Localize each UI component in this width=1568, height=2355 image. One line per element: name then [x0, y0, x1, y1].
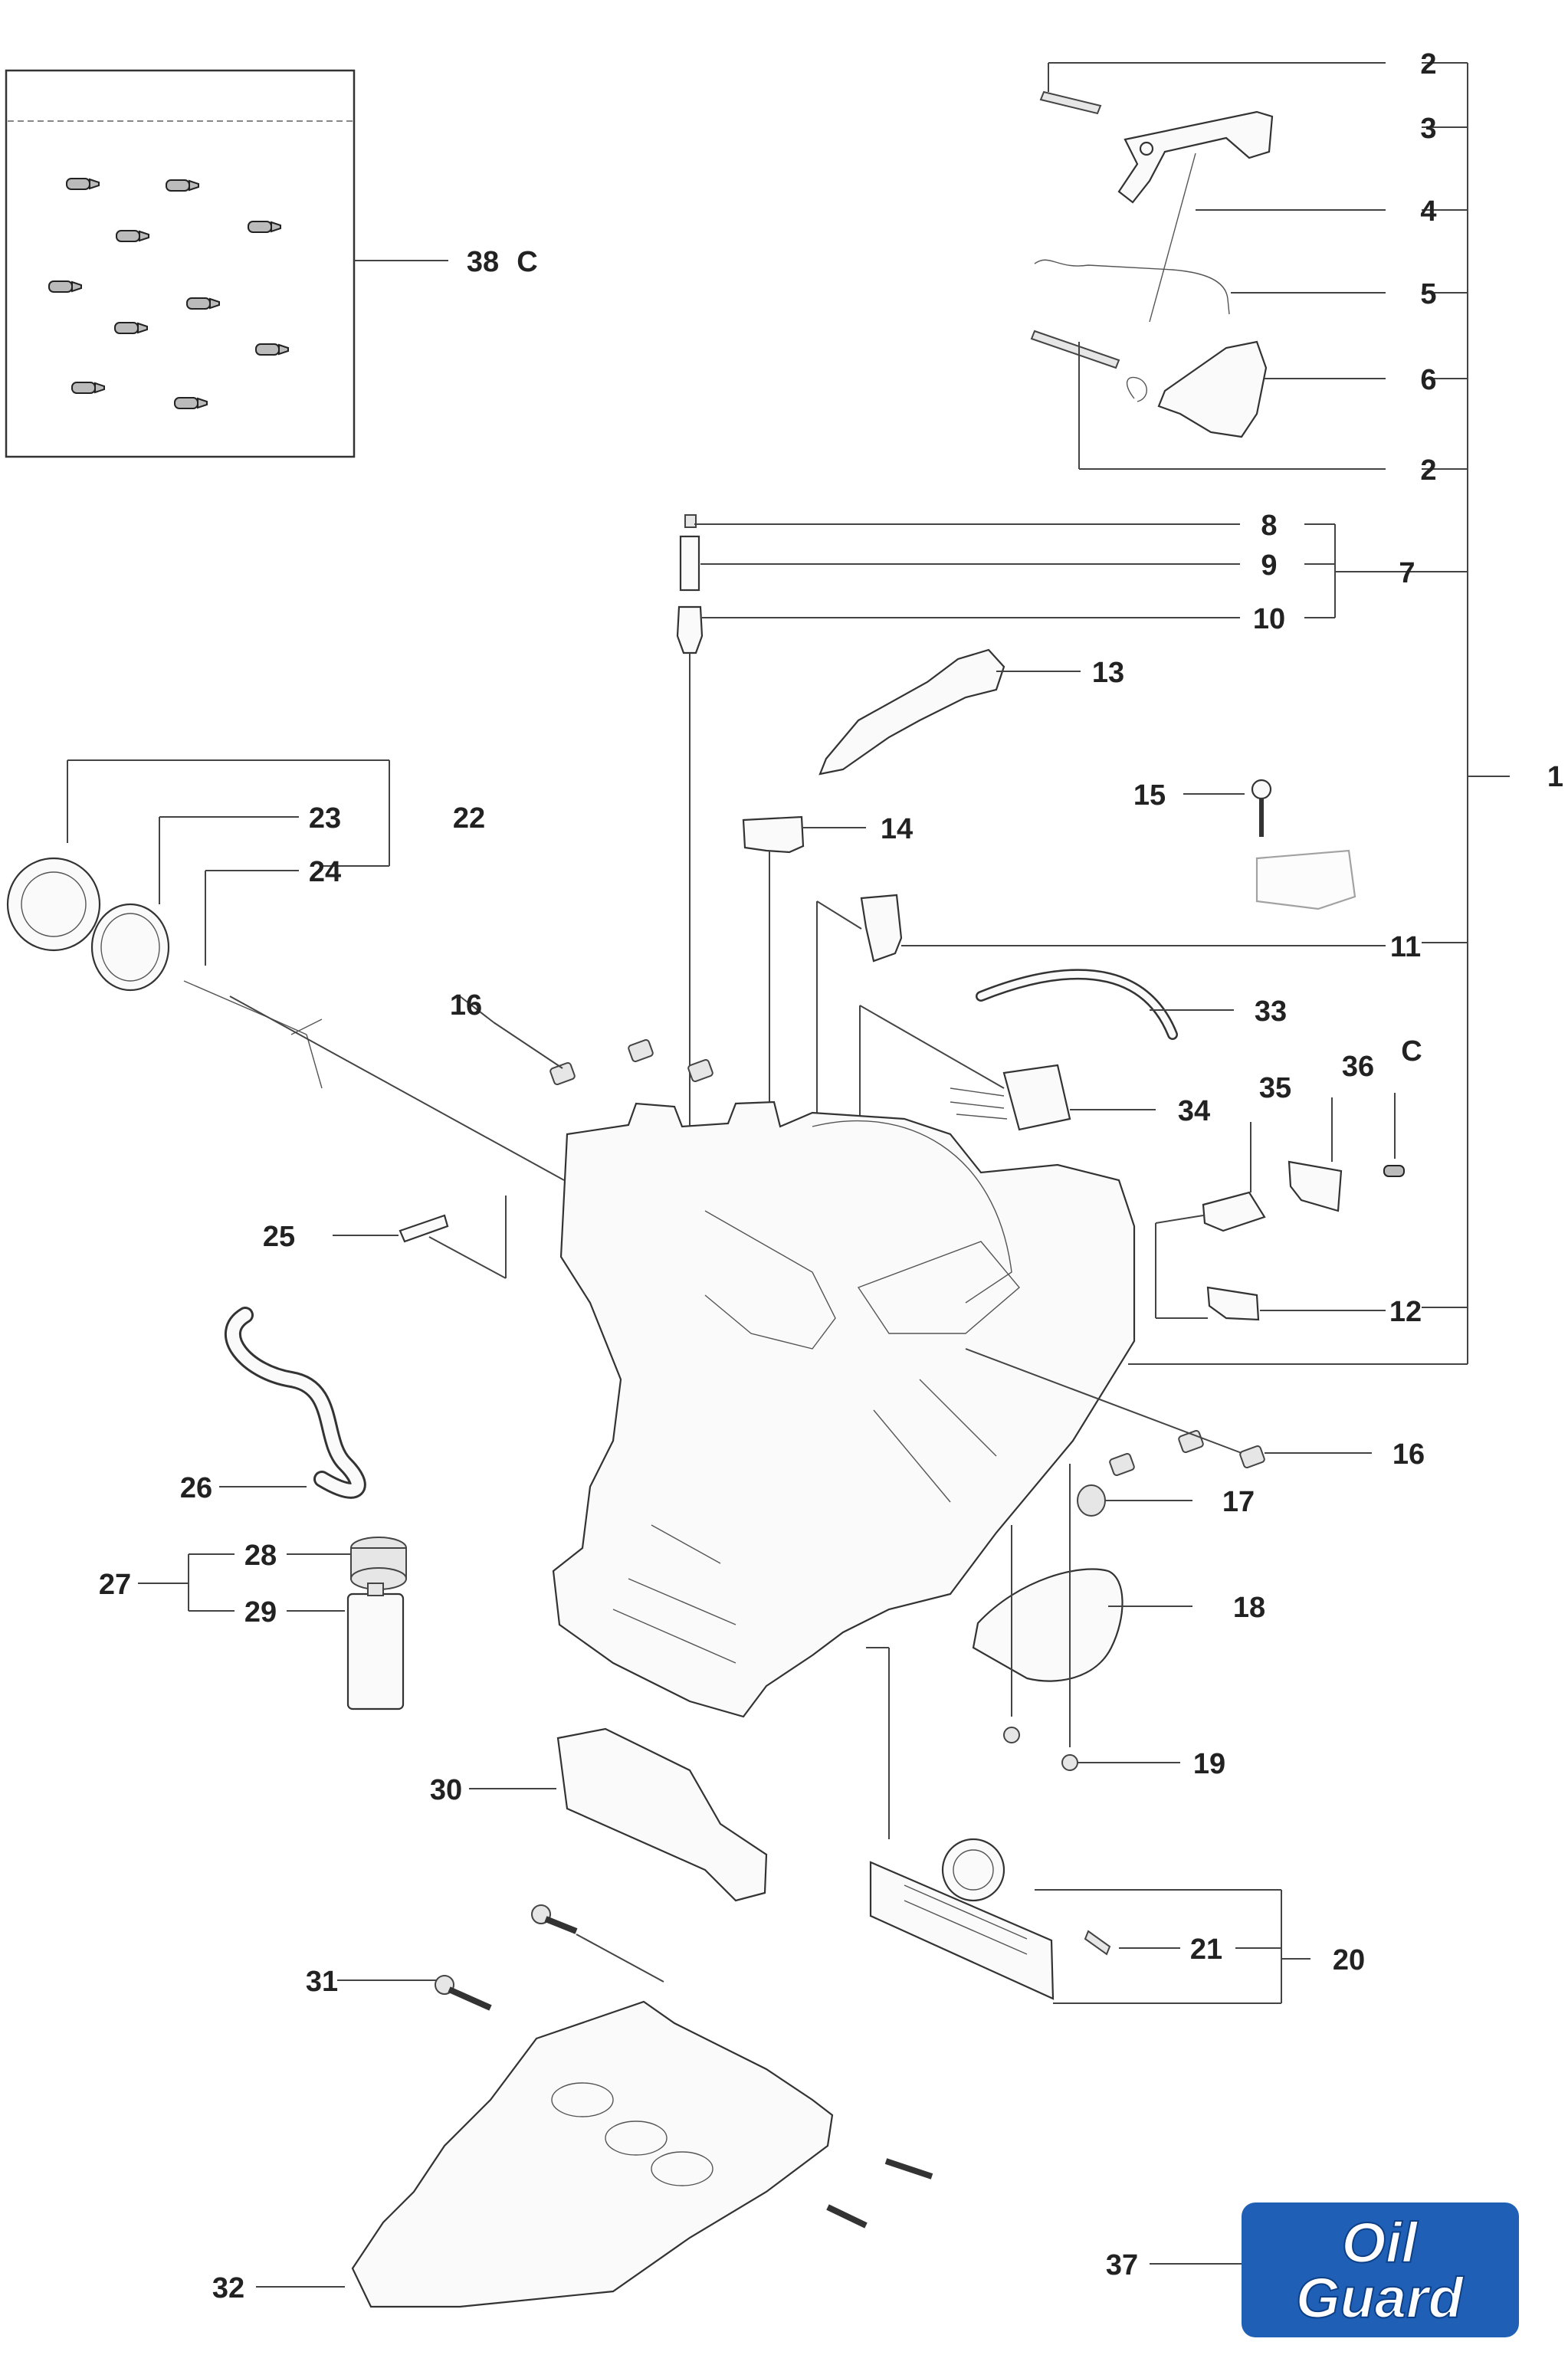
callout-11: 11: [1390, 931, 1421, 963]
callout-14: 14: [881, 813, 913, 845]
callout-27: 27: [99, 1569, 131, 1601]
callout-C-top: C: [517, 246, 537, 278]
callout-37: 37: [1106, 2249, 1138, 2281]
grommet-17-part: [1077, 1484, 1192, 1517]
callout-19: 19: [1193, 1748, 1225, 1780]
choke-rod-part: [818, 648, 1081, 776]
callout-38: 38: [467, 246, 499, 278]
callout-2: 2: [1420, 48, 1436, 80]
cap-assembly-22: [6, 759, 565, 1181]
tank-housing-part: [552, 1100, 1136, 1718]
throttle-lock-icon: [1157, 340, 1268, 438]
callout-22: 22: [453, 802, 485, 835]
callout-23: 23: [309, 802, 341, 835]
callout-1: 1: [1547, 761, 1563, 793]
ghost-block-part: [1255, 849, 1356, 910]
callout-29: 29: [244, 1596, 277, 1628]
callout-36: 36: [1342, 1051, 1374, 1083]
clip-14-part: [742, 815, 866, 1165]
callout-33: 33: [1255, 995, 1287, 1028]
parts-35-36: [1155, 1093, 1405, 1321]
callout-32: 32: [212, 2272, 244, 2304]
foot-18-part: [972, 1464, 1192, 1771]
callout-28: 28: [244, 1540, 277, 1572]
callout-3: 3: [1420, 113, 1436, 145]
callout-8: 8: [1261, 510, 1277, 542]
nuts-16-top: [459, 995, 713, 1085]
callout-12: 12: [1389, 1296, 1422, 1328]
callout-2b: 2: [1420, 454, 1436, 487]
pin-icon: [1039, 90, 1102, 115]
assembly-bracket-1: [1128, 62, 1510, 1365]
screw-15-part: [1183, 779, 1272, 837]
callout-10: 10: [1253, 603, 1285, 635]
spring-rod-icon: [1034, 259, 1230, 315]
callout-C-side: C: [1401, 1035, 1422, 1068]
nuts-16-bottom: [965, 1348, 1372, 1476]
chain-guard-32-part: [256, 1904, 933, 2308]
bumper-20-part: [869, 1838, 1310, 2004]
hose-33-part: [976, 969, 1234, 1040]
callout-16a: 16: [450, 989, 482, 1022]
callout-35: 35: [1259, 1072, 1291, 1104]
torsion-spring-icon: [1126, 376, 1147, 402]
callout-20: 20: [1333, 1944, 1365, 1976]
callout-18: 18: [1233, 1592, 1265, 1624]
connector-34-part: [859, 1005, 1156, 1257]
callout-17: 17: [1222, 1486, 1255, 1518]
callout-25: 25: [263, 1221, 295, 1253]
callout-13: 13: [1092, 657, 1124, 689]
callout-34: 34: [1178, 1095, 1210, 1127]
clip-icon-set: [48, 178, 289, 409]
callout-26: 26: [180, 1472, 212, 1504]
trigger-assembly: [1030, 62, 1386, 470]
callout-15: 15: [1133, 779, 1166, 812]
callout-24: 24: [309, 856, 341, 888]
callout-4: 4: [1420, 195, 1436, 228]
kit-box: [5, 69, 448, 458]
oil-guard-logo: Oil Guard: [1150, 2202, 1519, 2337]
callout-9: 9: [1261, 549, 1277, 582]
hose-26-part: [219, 1307, 366, 1499]
callout-5: 5: [1420, 278, 1436, 310]
callout-7: 7: [1399, 557, 1415, 589]
callout-labels: 1 2 3 4 5 6 2 8 9 10 7 13 15 14 11 33 34…: [99, 48, 1563, 2304]
callout-6: 6: [1420, 364, 1436, 396]
clip-25-part: [333, 1196, 507, 1279]
badge-line1: Oil: [1342, 2211, 1419, 2275]
pin-icon-2: [1030, 330, 1120, 369]
callout-21: 21: [1190, 1934, 1222, 1966]
guard-30-part: [469, 1647, 890, 1902]
callout-31: 31: [306, 1966, 338, 1998]
callout-30: 30: [430, 1774, 462, 1806]
badge-line2: Guard: [1296, 2266, 1465, 2330]
filter-27-part: [138, 1537, 407, 1710]
callout-16b: 16: [1393, 1438, 1425, 1471]
stop-switch-stack: [676, 514, 1379, 1180]
trigger-icon: [1117, 110, 1274, 204]
